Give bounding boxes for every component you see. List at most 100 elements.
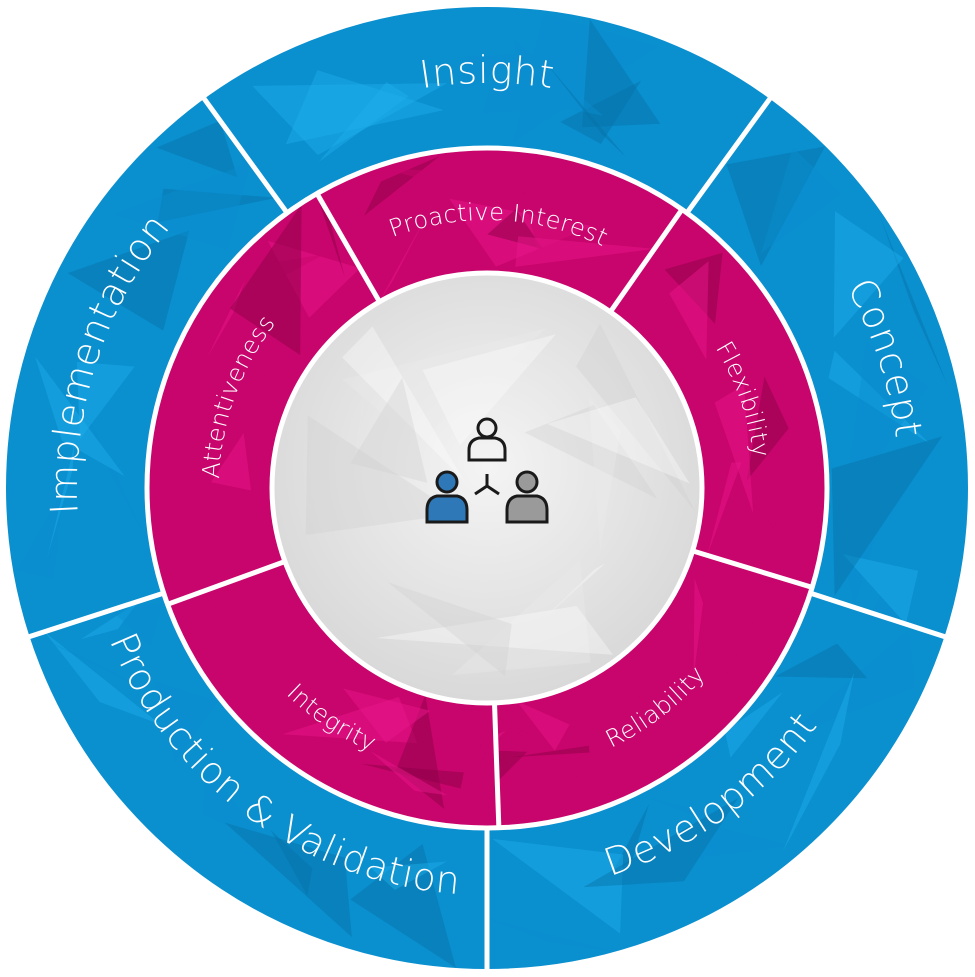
outer-facet — [482, 76, 608, 114]
inner-facet — [316, 195, 345, 278]
inner-facet — [511, 745, 590, 758]
outer-facet — [110, 603, 163, 647]
inner-facet — [370, 751, 448, 796]
outer-facet — [724, 691, 783, 758]
outer-facet — [833, 211, 904, 338]
outer-facet — [487, 918, 614, 952]
center-facet — [375, 605, 613, 655]
outer-facet — [17, 488, 64, 579]
outer-facet — [760, 147, 841, 254]
center-facet — [342, 326, 464, 481]
inner-facet — [693, 578, 704, 677]
inner-ring — [147, 147, 827, 829]
inner-facet — [206, 279, 246, 358]
inner-divider — [608, 208, 685, 314]
outer-facet — [76, 361, 135, 440]
outer-facet — [154, 681, 219, 762]
inner-divider — [492, 702, 502, 828]
center-facet — [305, 415, 457, 535]
outer-facet — [844, 341, 929, 504]
outer-facet — [583, 798, 739, 888]
center-facet — [350, 377, 428, 483]
outer-facet — [252, 83, 448, 155]
outer-segment-1 — [686, 98, 969, 637]
outer-facet — [202, 766, 267, 845]
inner-facet — [438, 699, 492, 828]
outer-divider — [24, 590, 165, 641]
inner-facet — [343, 688, 431, 743]
outer-facet — [830, 486, 875, 608]
center-facet — [342, 328, 546, 444]
inner-divider — [166, 559, 286, 607]
center-facet — [541, 563, 606, 621]
inner-facet — [516, 700, 570, 751]
inner-facet — [746, 376, 789, 482]
outer-facet — [783, 629, 916, 739]
center-facet — [451, 559, 591, 676]
inner-facet — [379, 200, 435, 302]
inner-divider — [314, 192, 382, 304]
outer-facet — [67, 230, 190, 331]
inner-facet — [601, 265, 620, 307]
inner-facet — [230, 204, 302, 355]
center-facet — [576, 323, 696, 512]
outer-facet — [350, 844, 456, 968]
outer-divider — [809, 590, 950, 641]
outer-facet — [318, 82, 409, 163]
outer-facet — [44, 631, 161, 725]
outer-facet — [648, 797, 731, 818]
outer-facet — [582, 19, 661, 128]
center-facet — [547, 397, 690, 484]
outer-facet — [560, 80, 642, 144]
outer-divider — [199, 93, 290, 215]
outer-segment-0 — [203, 5, 771, 213]
inner-facet — [707, 462, 742, 556]
inner-facet — [494, 715, 580, 780]
outer-facet — [47, 445, 75, 559]
ring-boundary — [269, 270, 705, 706]
outer-facet — [513, 13, 658, 142]
inner-facet — [258, 333, 278, 418]
outer-facet — [842, 554, 919, 625]
inner-facet — [714, 384, 754, 514]
outer-facet — [80, 601, 139, 640]
outer-facet — [114, 162, 251, 250]
ring-dividers — [4, 5, 970, 974]
outer-facet — [775, 643, 868, 679]
outer-facet — [35, 356, 125, 477]
outer-facet — [666, 824, 791, 863]
outer-segment-3 — [28, 593, 487, 970]
inner-divider — [691, 548, 813, 590]
outer-rim — [4, 5, 970, 971]
outer-ring — [4, 5, 969, 971]
label-insight: Insight — [417, 48, 558, 97]
outer-facet — [224, 822, 352, 937]
outer-facet — [492, 838, 624, 934]
outer-segment-4 — [4, 98, 288, 637]
top-person-icon — [467, 417, 507, 462]
outer-facet — [285, 70, 444, 145]
inner-facet — [669, 261, 709, 360]
outer-facet — [726, 146, 826, 266]
outer-facet — [831, 436, 943, 596]
outer-segment-2 — [487, 593, 946, 971]
inner-facet — [211, 433, 252, 491]
outer-facet — [542, 58, 626, 157]
outer-facet — [880, 217, 948, 385]
outer-facet — [513, 39, 604, 116]
right-person-icon — [505, 470, 549, 524]
inner-facet — [641, 298, 686, 367]
inner-facet — [694, 577, 775, 704]
center-facet — [387, 582, 512, 677]
outer-facet — [370, 861, 447, 890]
outer-divider — [684, 93, 775, 215]
outer-facet — [270, 830, 313, 896]
inner-facet — [515, 236, 655, 267]
inner-facet — [375, 167, 439, 183]
outer-facet — [45, 640, 143, 689]
center-facet — [422, 334, 556, 446]
outer-facet — [782, 672, 855, 852]
outer-facet — [156, 120, 238, 178]
outer-facet — [80, 399, 147, 541]
